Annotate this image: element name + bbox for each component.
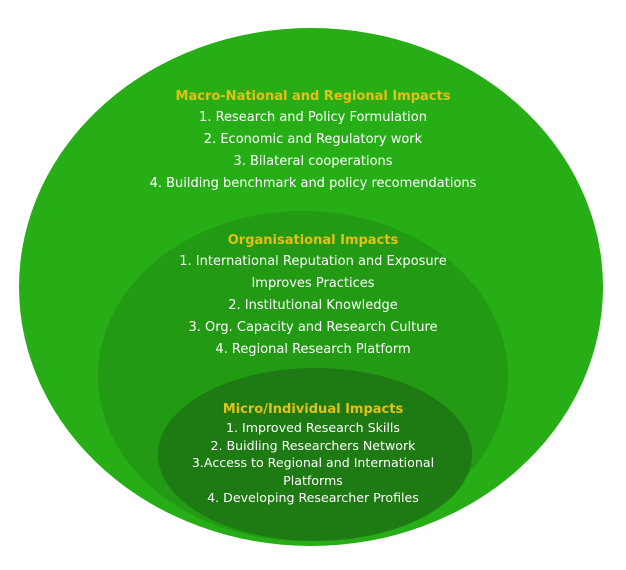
organisational-heading: Organisational Impacts <box>227 233 399 248</box>
organisational-impacts-text: Organisational Impacts 1. International … <box>0 231 626 361</box>
micro-item-1: 1. Improved Research Skills <box>226 420 400 435</box>
macro-item-3: 3. Bilateral cooperations <box>233 154 393 169</box>
macro-item-4: 4. Building benchmark and policy recomen… <box>149 176 477 191</box>
micro-item-4: 4. Developing Researcher Profiles <box>207 490 419 505</box>
micro-impacts-text: Micro/Individual Impacts 1. Improved Res… <box>0 401 626 507</box>
organisational-item-3: 3. Org. Capacity and Research Culture <box>188 320 438 335</box>
organisational-item-2: 2. Institutional Knowledge <box>228 298 398 313</box>
organisational-item-4: 4. Regional Research Platform <box>215 342 411 357</box>
micro-item-2: 2. Buidling Researchers Network <box>210 437 416 453</box>
micro-item-3: 3.Access to Regional and International P… <box>191 455 435 488</box>
macro-item-1: 1. Research and Policy Formulation <box>199 110 427 125</box>
organisational-item-1: 1. International Reputation and Exposure… <box>179 254 447 291</box>
micro-impacts-ellipse <box>158 368 472 541</box>
micro-heading: Micro/Individual Impacts <box>222 402 404 417</box>
macro-impacts-text: Macro-National and Regional Impacts 1. R… <box>0 87 626 195</box>
macro-item-2: 2. Economic and Regulatory work <box>203 132 423 147</box>
macro-heading: Macro-National and Regional Impacts <box>175 89 451 104</box>
